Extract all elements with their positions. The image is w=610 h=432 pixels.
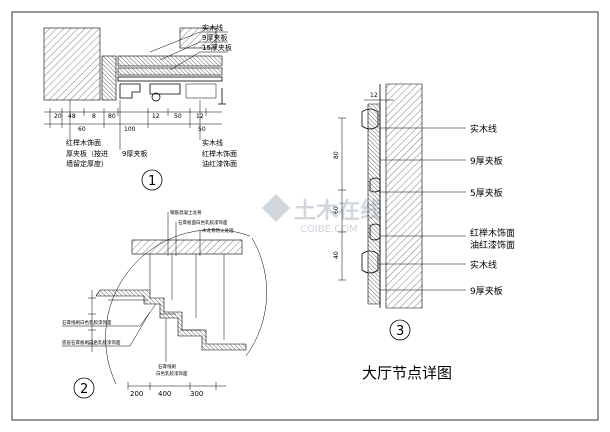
detail2-dim-2: 400: [158, 390, 171, 398]
detail1-label-top-3: 15厚夹板: [202, 43, 232, 52]
detail2-callout: [73, 377, 95, 399]
detail2-label-top-1: 钢筋混凝土龙骨: [170, 209, 202, 216]
detail3-side-dim-1: 80: [333, 151, 340, 159]
detail2-label-top-2: 石膏板面白色乳胶漆饰面: [178, 219, 228, 226]
detail1-dim-lower-3: 50: [198, 126, 206, 133]
detail2-label-top-3: 木龙骨防火处理: [202, 227, 234, 234]
detail1-wall: [43, 27, 101, 101]
watermark-logo-icon: [262, 194, 290, 222]
detail2-slab: [131, 239, 243, 255]
detail-1: 实木线 9厚夹板 15厚夹板 20 48 8 80 12 50 12 60 10…: [43, 23, 237, 191]
detail1-label-left-3: 墙留定厚度）: [66, 159, 108, 168]
detail3-label-1: 实木线: [470, 123, 497, 135]
detail-3: 12 80 60 40 实木线 9厚夹板 5厚夹板 红榉木饰面 油红漆饰面 实木…: [333, 83, 515, 341]
detail1-number: 1: [148, 174, 156, 189]
detail1-label-left-1: 红榉木饰面: [66, 138, 101, 147]
detail1-plywood-15: [117, 55, 223, 67]
detail3-side-dim-2: 60: [333, 206, 340, 214]
detail1-label-right-3: 油红漆饰面: [202, 159, 237, 168]
detail3-label-2: 9厚夹板: [470, 155, 503, 167]
detail1-label-bottom: 9厚夹板: [122, 149, 147, 158]
detail3-label-7: 9厚夹板: [470, 285, 503, 297]
sheet-border: [11, 11, 599, 421]
detail1-dim-ticks: [49, 108, 207, 128]
detail1-dim-upper-3: 8: [92, 113, 96, 120]
detail3-label-4: 红榉木饰面: [470, 227, 515, 239]
detail1-dim-upper-4: 80: [108, 113, 116, 120]
detail3-panel: [367, 103, 381, 305]
detail1-dim-lower-2: 100: [124, 126, 136, 133]
detail1-dim-upper-2: 48: [68, 113, 76, 120]
detail1-dim-upper-1: 20: [54, 113, 62, 120]
detail1-dim-upper-6: 50: [174, 113, 182, 120]
detail2-ceiling-profile: [95, 289, 247, 351]
detail2-label-left-1: 石膏线刷白色乳胶漆饰面: [62, 319, 112, 326]
watermark-text: 土木在线: [294, 198, 382, 224]
detail3-top-dim: 12: [370, 92, 378, 99]
detail3-label-3: 5厚夹板: [470, 187, 503, 199]
detail2-label-bottom-2: 白色乳胶漆饰面: [156, 370, 188, 377]
detail2-dim-1: 200: [130, 390, 143, 398]
detail3-moulding-top: [361, 108, 379, 130]
detail1-frame: [101, 55, 117, 101]
detail1-label-left-2: 厚夹板（按进: [66, 149, 108, 158]
detail3-label-6: 实木线: [470, 259, 497, 271]
detail3-number: 3: [396, 324, 404, 339]
detail2-number: 2: [80, 382, 88, 397]
detail1-label-right-2: 红榉木饰面: [202, 149, 237, 158]
detail1-dim-lower-1: 60: [78, 126, 86, 133]
detail1-label-top-2: 9厚夹板: [202, 33, 227, 42]
detail2-label-left-2: 底层石膏板刷白色乳胶漆饰面: [62, 339, 121, 346]
detail2-circle-arc: [105, 229, 251, 385]
detail1-label-top-1: 实木线: [202, 23, 223, 32]
watermark: 土木在线 COIBE.COM: [262, 194, 382, 235]
detail1-moulding: [119, 83, 181, 99]
detail1-label-right-1: 实木线: [202, 138, 223, 147]
detail1-wall-right: [179, 27, 217, 49]
drawing-title: 大厅节点详图: [362, 364, 452, 382]
detail2-label-bottom-1: 石膏线刷: [158, 363, 176, 370]
detail3-side-dim-3: 40: [333, 251, 340, 259]
detail3-moulding-low: [369, 223, 381, 241]
watermark-subtext: COIBE.COM: [300, 224, 358, 235]
detail3-wall: [385, 83, 423, 309]
detail-2: 钢筋混凝土龙骨 石膏板面白色乳胶漆饰面 木龙骨防火处理 石膏线刷白色乳胶漆饰面 …: [62, 209, 267, 399]
detail1-veneer: [117, 76, 223, 82]
detail1-plywood-9: [117, 67, 223, 76]
detail3-moulding-mid: [369, 177, 381, 193]
detail2-dim-3: 300: [190, 390, 203, 398]
detail1-callout: [141, 169, 163, 191]
detail3-callout: [389, 319, 411, 341]
detail3-moulding-bottom: [361, 250, 379, 274]
detail1-dim-upper-5: 12: [152, 113, 160, 120]
detail3-label-5: 油红漆饰面: [470, 239, 515, 251]
